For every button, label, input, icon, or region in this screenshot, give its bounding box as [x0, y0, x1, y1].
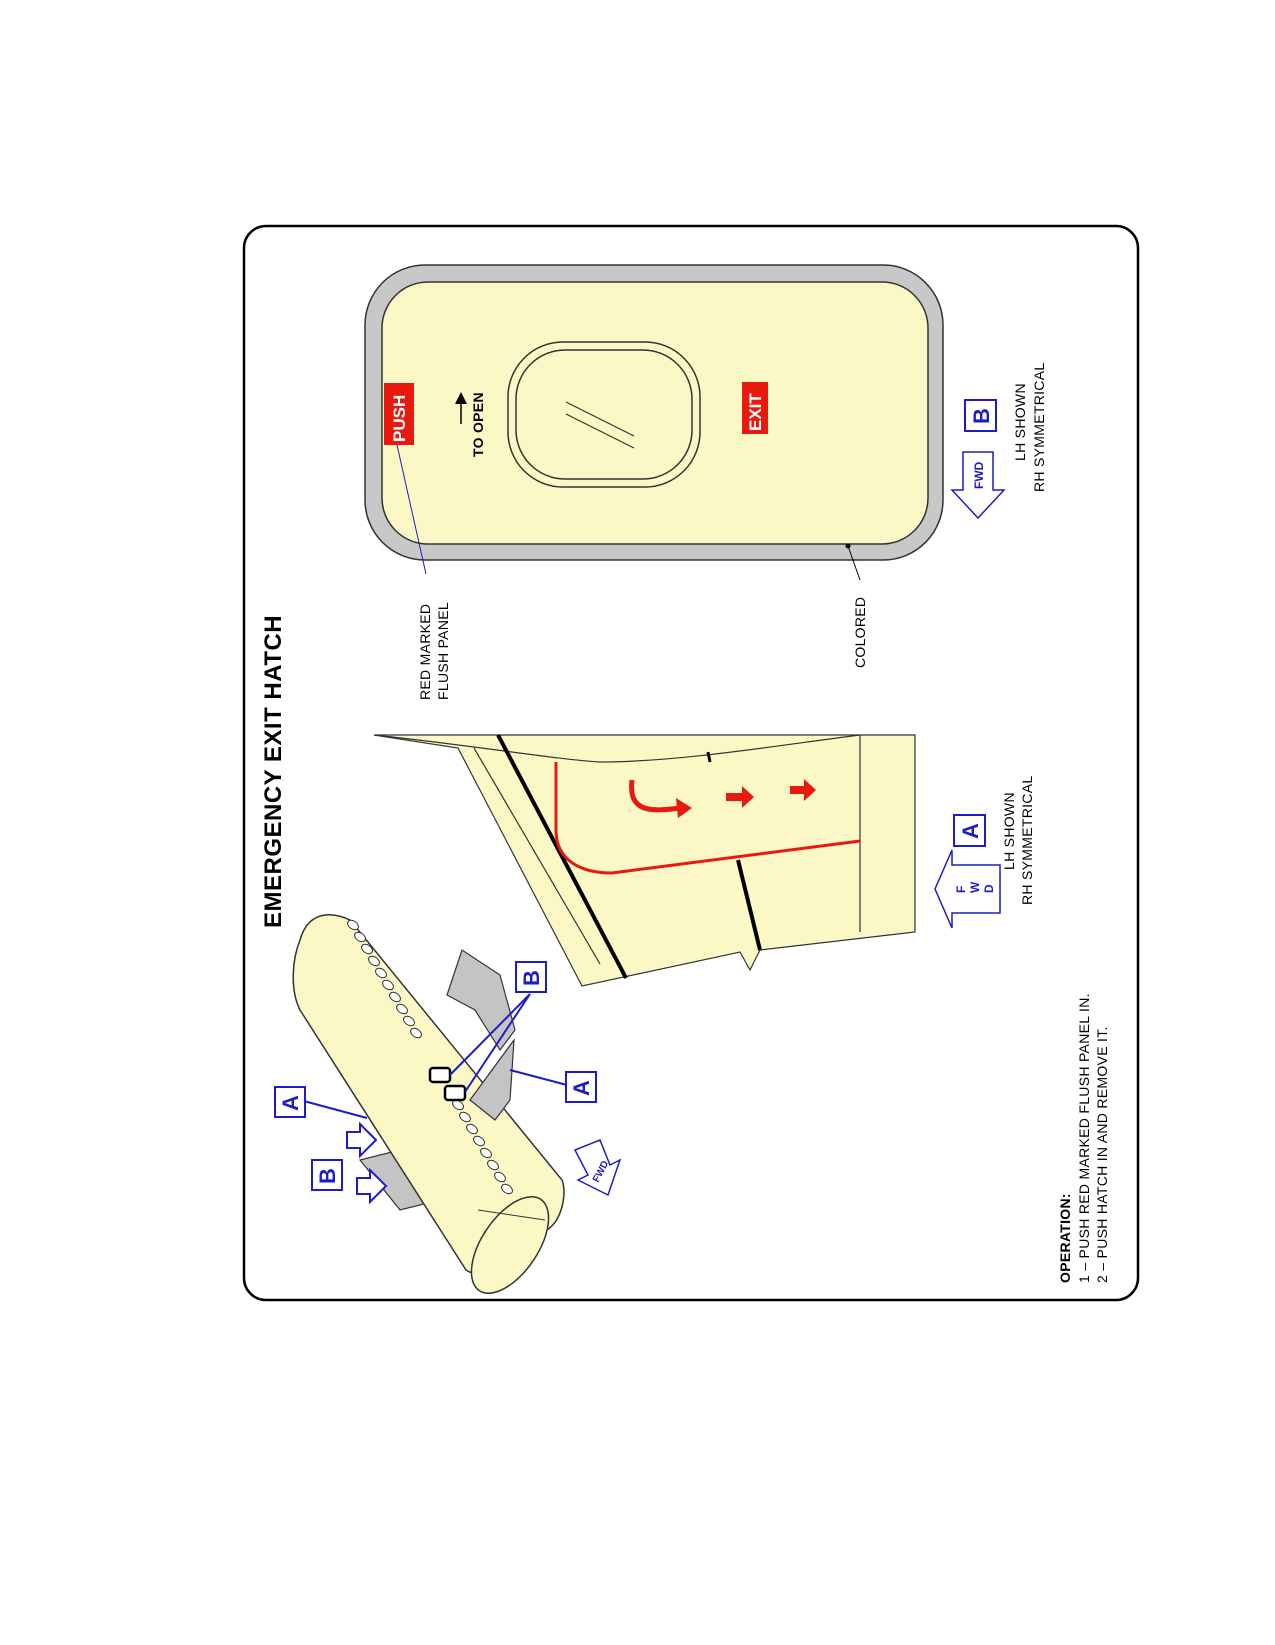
spar-line-top	[706, 751, 712, 763]
spar-line	[736, 859, 762, 951]
to-open-arrow-icon	[455, 392, 467, 404]
fuselage-edge	[373, 734, 861, 763]
fwd-arrow-icon	[950, 451, 1006, 520]
ref-b-detail-label: B	[969, 408, 994, 424]
near-wing-lower	[469, 1037, 515, 1121]
ref-box-a-detail	[953, 814, 986, 847]
ref-a-leader	[509, 1069, 568, 1086]
view-a-caption-line2: RH SYMMETRICAL	[1019, 776, 1035, 905]
motion-arrow-icon	[629, 779, 681, 813]
fuselage-exit-hatch	[443, 1084, 467, 1102]
ref-box-b-overview	[515, 961, 547, 993]
exit-sign	[742, 382, 768, 434]
fuselage-exit-hatch	[428, 1066, 452, 1084]
operation-step-1: 1 – PUSH RED MARKED FLUSH PANEL IN.	[1076, 993, 1092, 1283]
fuselage-front	[470, 1196, 550, 1294]
push-panel[interactable]	[384, 383, 414, 445]
fwd-d-letter: D	[982, 884, 996, 893]
operation-heading: OPERATION:	[1057, 1193, 1073, 1283]
colored-leader	[847, 545, 861, 581]
ref-a-overview-label: A	[569, 1080, 594, 1096]
escape-path-outline	[554, 762, 861, 875]
ref-b-leader	[449, 993, 531, 1076]
motion-arrow-icon	[726, 786, 754, 808]
fuselage-overview: B A A B FWD	[274, 914, 622, 1294]
ref-box-a-overview	[565, 1071, 597, 1103]
ref-box-b-detail	[964, 399, 997, 432]
ref-b-far-label: B	[315, 1168, 340, 1184]
view-a-caption-line1: LH SHOWN	[1001, 792, 1017, 870]
pointer-arrow-icon	[346, 1121, 378, 1159]
hatch-window-inner	[515, 349, 693, 480]
colored-label: COLORED	[852, 597, 868, 668]
fwd-label-b: FWD	[972, 461, 986, 489]
view-b-caption-line2: RH SYMMETRICAL	[1031, 363, 1047, 492]
hatch-detail-view-b: PUSH TO OPEN EXIT RED MARKED FLUSH PANEL…	[364, 264, 1047, 700]
operation-step-2: 2 – PUSH HATCH IN AND REMOVE IT.	[1094, 1026, 1110, 1283]
wing-root-surface	[373, 734, 916, 987]
wing-body-seam	[496, 734, 628, 979]
fwd-f-letter: F	[954, 886, 968, 893]
pointer-arrow-icon	[356, 1167, 388, 1205]
fuselage-line	[477, 1209, 546, 1221]
window-row	[347, 919, 513, 1195]
wing-leading-edge	[473, 747, 601, 965]
ref-a-detail-label: A	[958, 823, 983, 839]
exit-label: EXIT	[746, 393, 765, 431]
view-b-caption-line1: LH SHOWN	[1012, 383, 1028, 461]
red-marked-label-line1: RED MARKED	[417, 604, 433, 700]
ref-box-b-far	[311, 1159, 343, 1191]
ref-b-leader	[464, 993, 531, 1093]
fwd-w-letter: W	[968, 881, 982, 893]
ref-a-leader	[299, 1099, 368, 1119]
red-marked-leader	[396, 444, 427, 575]
push-label: PUSH	[390, 395, 409, 442]
motion-arrow-icon	[676, 798, 692, 818]
red-marked-label-line2: FLUSH PANEL	[435, 602, 451, 700]
diagram-title: EMERGENCY EXIT HATCH	[260, 615, 287, 928]
window-glare	[565, 401, 635, 437]
motion-arrow-icon	[790, 779, 816, 801]
ref-box-a-far	[274, 1086, 306, 1118]
wing-detail-view-a: F W D A LH SHOWN RH SYMMETRICAL	[373, 734, 1035, 987]
window-glare	[565, 413, 635, 449]
ref-b-overview-label: B	[519, 970, 544, 986]
fwd-arrow-icon	[573, 1139, 622, 1197]
to-open-label: TO OPEN	[470, 392, 486, 457]
ref-a-far-label: A	[278, 1095, 303, 1111]
fwd-arrow-icon	[934, 849, 1001, 929]
